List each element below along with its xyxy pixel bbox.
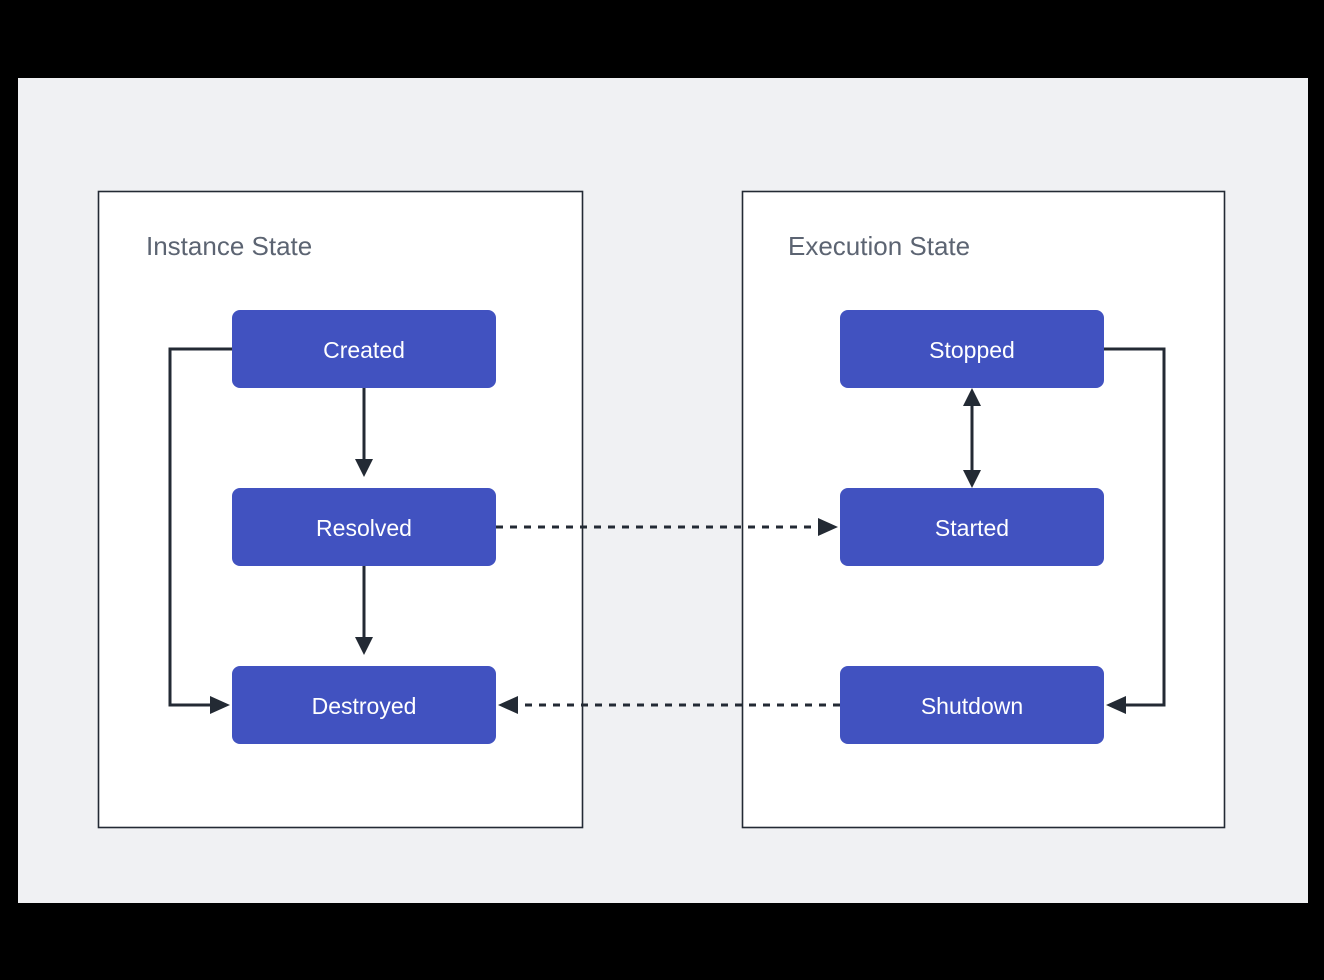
node-stopped[interactable]: Stopped — [840, 310, 1104, 388]
node-shutdown-rect[interactable] — [840, 666, 1104, 744]
state-diagram: Instance State Created — [97, 190, 1226, 829]
node-started[interactable]: Started — [840, 488, 1104, 566]
node-started-rect[interactable] — [840, 488, 1104, 566]
edge-resolved-to-destroyed — [355, 566, 373, 655]
arrowhead-into-shutdown-right — [1106, 696, 1126, 714]
arrowhead-into-stopped — [963, 388, 981, 406]
node-stopped-rect[interactable] — [840, 310, 1104, 388]
arrowhead-into-started-left — [818, 518, 838, 536]
panel-title-execution-state: Execution State — [788, 231, 970, 261]
arrowhead-into-destroyed-top — [355, 637, 373, 655]
arrowhead-into-destroyed-left — [210, 696, 230, 714]
edge-resolved-to-started — [496, 518, 838, 536]
node-shutdown-label: Shutdown — [921, 693, 1023, 719]
edge-shutdown-to-destroyed — [498, 696, 840, 714]
edge-created-to-destroyed — [168, 347, 232, 714]
node-shutdown[interactable]: Shutdown — [840, 666, 1104, 744]
node-resolved[interactable]: Resolved — [232, 488, 496, 566]
node-created-label: Created — [323, 337, 405, 363]
node-resolved-rect[interactable] — [232, 488, 496, 566]
node-created[interactable]: Created — [232, 310, 496, 388]
node-started-label: Started — [935, 515, 1009, 541]
node-destroyed-rect[interactable] — [232, 666, 496, 744]
edge-stopped-started-bidirectional — [963, 388, 981, 488]
diagram-canvas: Instance State Created — [18, 78, 1308, 903]
edge-created-to-resolved — [355, 388, 373, 477]
node-created-rect[interactable] — [232, 310, 496, 388]
panel-title-instance-state: Instance State — [146, 231, 312, 261]
arrowhead-into-resolved — [355, 459, 373, 477]
node-destroyed[interactable]: Destroyed — [232, 666, 496, 744]
arrowhead-into-started — [963, 470, 981, 488]
node-stopped-label: Stopped — [929, 337, 1015, 363]
node-destroyed-label: Destroyed — [312, 693, 417, 719]
node-resolved-label: Resolved — [316, 515, 412, 541]
edge-stopped-to-shutdown — [1104, 347, 1166, 714]
arrowhead-into-destroyed-right — [498, 696, 518, 714]
